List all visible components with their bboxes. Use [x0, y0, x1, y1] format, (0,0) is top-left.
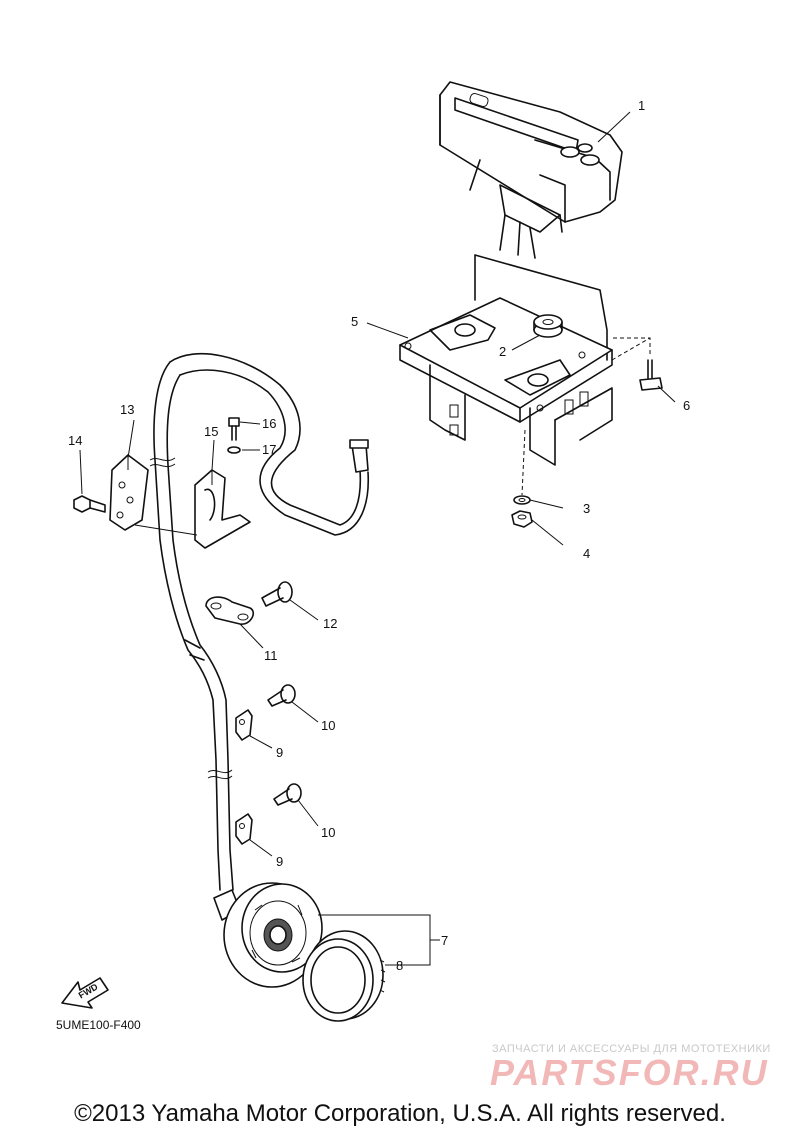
callout-12: 12	[323, 616, 337, 631]
callout-10b: 10	[321, 825, 335, 840]
gear-unit-7	[213, 882, 323, 988]
callout-10a: 10	[321, 718, 335, 733]
clamp-9-upper	[235, 709, 253, 741]
meter-assembly	[439, 81, 623, 259]
leader-lines	[79, 111, 676, 966]
callout-17: 17	[262, 442, 276, 457]
bolt-6	[639, 359, 663, 391]
screw-10-upper	[267, 684, 296, 707]
screw-10-lower	[273, 783, 302, 806]
grommet	[533, 314, 563, 338]
screw-12	[261, 581, 293, 607]
callout-5: 5	[351, 314, 358, 329]
nut	[511, 510, 533, 528]
washer-17	[227, 446, 241, 454]
callout-9b: 9	[276, 854, 283, 869]
bolt-14	[73, 495, 106, 513]
fwd-arrow: FWD	[61, 977, 109, 1009]
meter-bracket	[399, 254, 613, 466]
callout-13: 13	[120, 402, 134, 417]
callout-8: 8	[396, 958, 403, 973]
callout-11: 11	[264, 648, 278, 663]
watermark-logo: PARTSFOR.RU	[490, 1052, 769, 1093]
callout-labels: 1 2 3 4 5 6 7 8 9 9 10 10 11 12 13 14 15…	[68, 98, 690, 973]
clamp-11	[205, 596, 255, 625]
callout-16: 16	[262, 416, 276, 431]
seal-8	[302, 930, 386, 1022]
holder-15	[194, 469, 251, 549]
callout-14: 14	[68, 433, 82, 448]
copyright-notice: ©2013 Yamaha Motor Corporation, U.S.A. A…	[74, 1100, 726, 1127]
callout-2: 2	[499, 344, 506, 359]
clamp-9-lower	[235, 813, 253, 845]
callout-1: 1	[638, 98, 645, 113]
callout-6: 6	[683, 398, 690, 413]
diagram-code: 5UME100-F400	[56, 1018, 141, 1032]
bolt-16	[228, 417, 240, 441]
watermark-tagline: ЗАПЧАСТИ И АКСЕССУАРЫ ДЛЯ МОТОТЕХНИКИ	[492, 1043, 771, 1055]
callout-9a: 9	[276, 745, 283, 760]
callout-4: 4	[583, 546, 590, 561]
washer	[513, 495, 531, 505]
callout-7: 7	[441, 933, 448, 948]
callout-3: 3	[583, 501, 590, 516]
meter-cable	[149, 352, 370, 891]
callout-15: 15	[204, 424, 218, 439]
plate-13	[109, 454, 149, 531]
